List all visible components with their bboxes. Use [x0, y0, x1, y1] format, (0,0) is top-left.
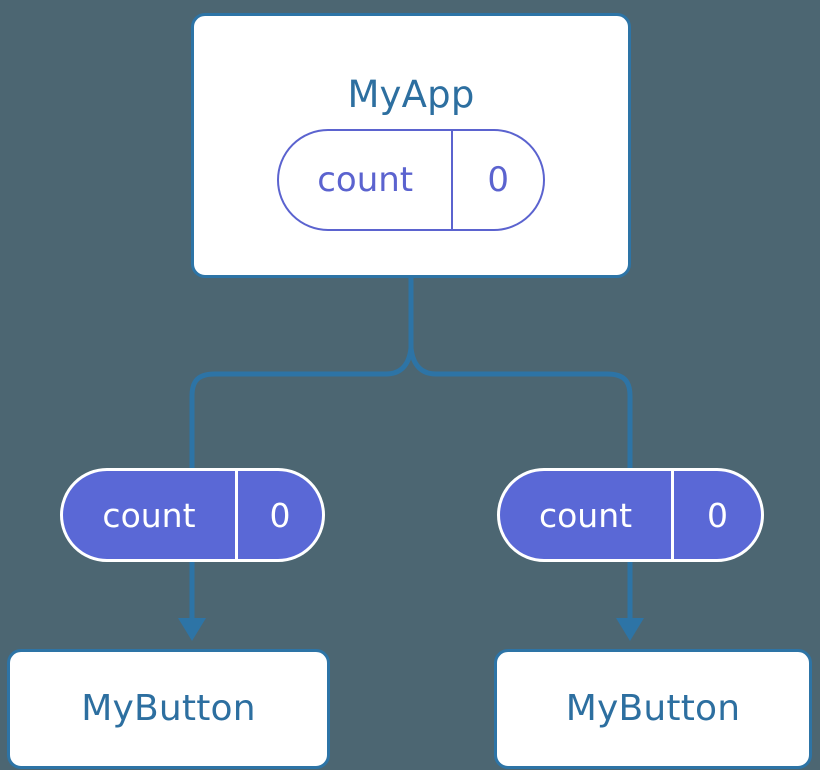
arrow-right-head: [616, 618, 644, 641]
component-card-mybutton-left[interactable]: MyButton: [7, 649, 330, 769]
state-pill-myapp-key: count: [317, 160, 414, 200]
prop-pill-left-value: 0: [234, 471, 322, 559]
prop-pill-right-key: count: [538, 495, 633, 535]
state-pill-myapp-value: 0: [451, 131, 543, 229]
component-name-myapp: MyApp: [347, 73, 475, 116]
component-name-mybutton-left: MyButton: [81, 688, 256, 729]
state-pill-myapp[interactable]: count 0: [277, 129, 545, 231]
prop-pill-right[interactable]: count 0: [497, 468, 764, 562]
component-name-mybutton-right: MyButton: [565, 688, 741, 729]
component-card-mybutton-right[interactable]: MyButton: [494, 649, 812, 769]
prop-pill-left[interactable]: count 0: [60, 468, 325, 562]
prop-pill-left-key: count: [102, 495, 196, 535]
prop-pill-right-value: 0: [671, 471, 761, 559]
arrow-left-head: [178, 618, 206, 641]
